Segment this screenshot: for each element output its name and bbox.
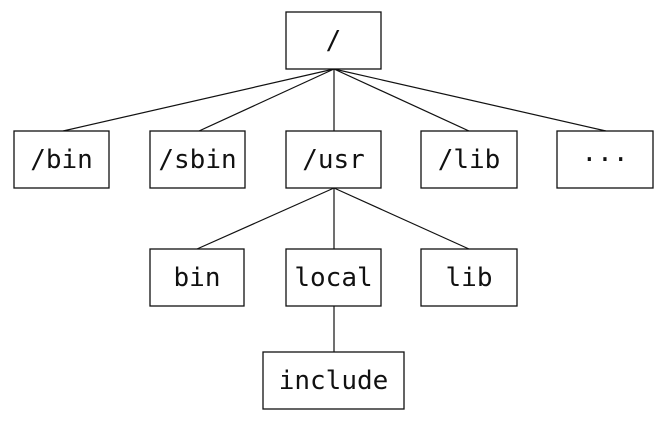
edge-root-to-more	[333, 68, 607, 132]
node-label: bin	[174, 263, 221, 293]
node-more: ···	[556, 130, 654, 189]
node-lib-top: /lib	[420, 130, 518, 189]
node-label: /usr	[302, 145, 365, 175]
node-label: include	[279, 366, 389, 396]
node-include: include	[262, 351, 405, 410]
node-usr: /usr	[285, 130, 382, 189]
node-label: /	[326, 26, 342, 56]
edge-usr-to-usr_lib	[333, 187, 470, 250]
node-box	[285, 11, 382, 70]
edge-root-to-sbin	[198, 68, 335, 132]
node-box	[13, 130, 110, 189]
node-bin-top: /bin	[13, 130, 110, 189]
node-box	[420, 130, 518, 189]
node-box	[420, 248, 518, 307]
node-usr-lib: lib	[420, 248, 518, 307]
node-box	[262, 351, 405, 410]
node-box	[149, 130, 246, 189]
node-sbin: /sbin	[149, 130, 246, 189]
node-box	[285, 130, 382, 189]
node-usr-local: local	[285, 248, 382, 307]
node-label: lib	[446, 263, 493, 293]
node-label: /lib	[438, 145, 501, 175]
tree-edges	[62, 68, 607, 352]
tree-nodes: / /bin/sbin/usr/lib ··· bin local lib include	[13, 11, 654, 410]
edge-root-to-lib_top	[333, 68, 470, 132]
node-root: /	[285, 11, 382, 70]
node-usr-bin: bin	[149, 248, 245, 307]
node-label: /sbin	[158, 145, 236, 175]
node-label: local	[294, 263, 372, 293]
node-box	[149, 248, 245, 307]
node-label: /bin	[30, 145, 93, 175]
node-label: ···	[582, 145, 629, 175]
node-box	[556, 130, 654, 189]
node-box	[285, 248, 382, 307]
edge-root-to-bin_top	[62, 68, 335, 132]
edge-usr-to-usr_bin	[196, 187, 335, 250]
